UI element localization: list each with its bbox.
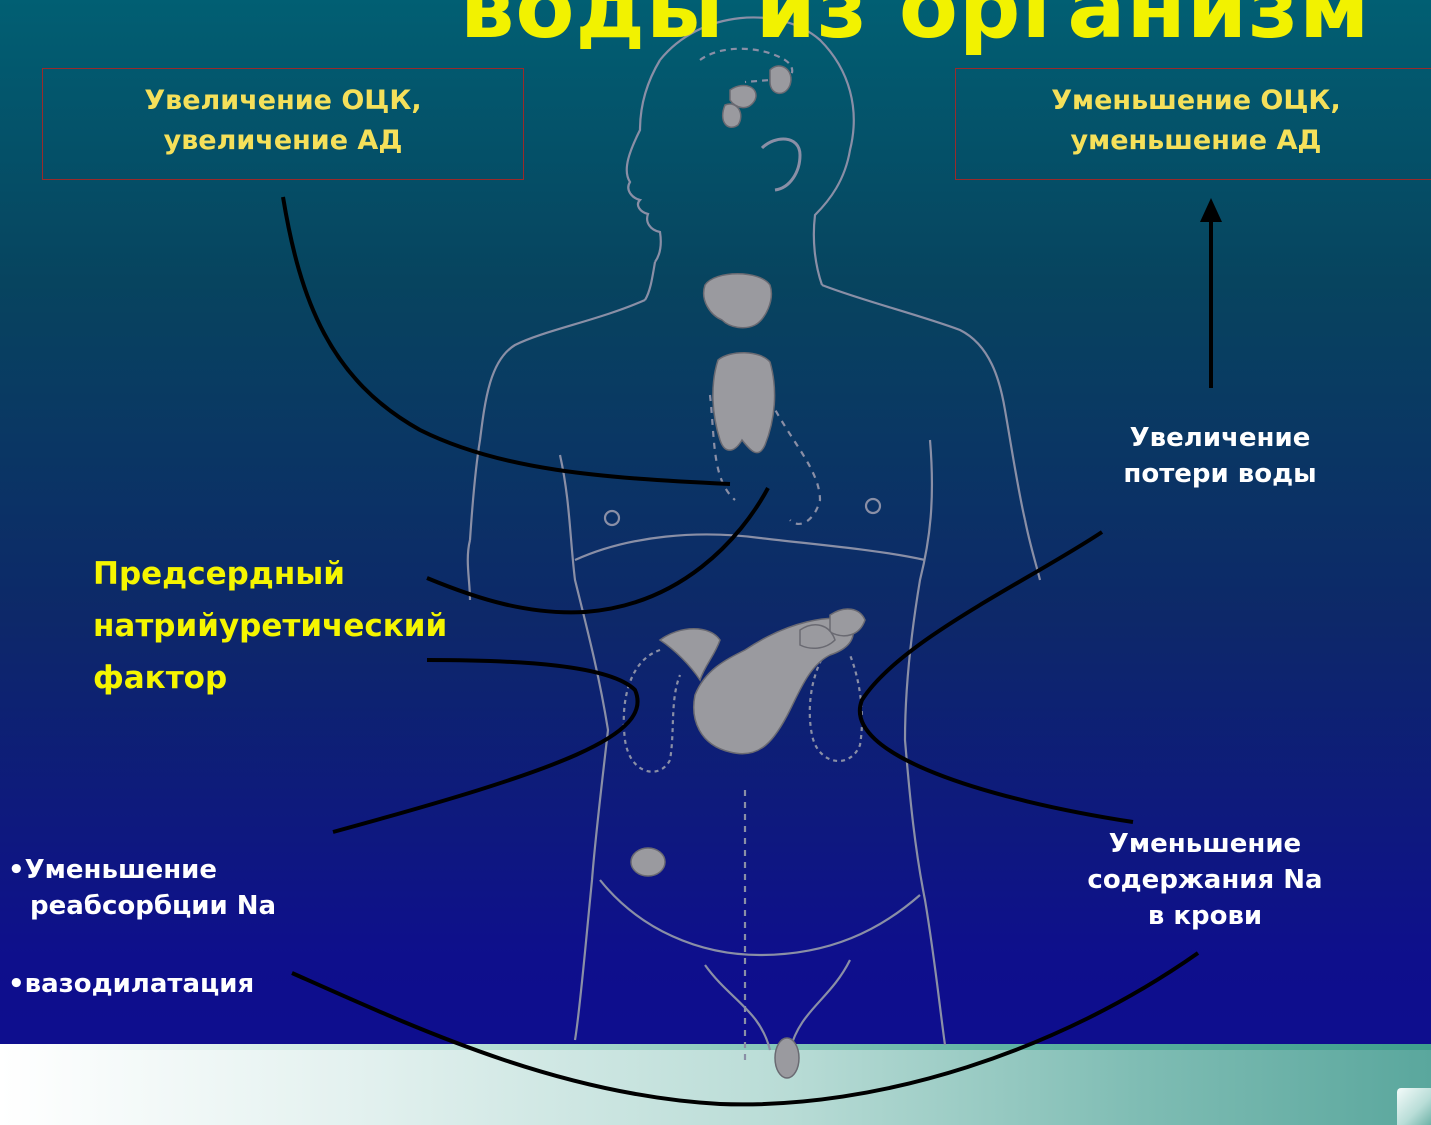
box-decrease-line1: Уменьшение ОЦК, (956, 81, 1431, 121)
bullet: • (8, 969, 25, 999)
effect-reabsorption-line2: реабсорбции Na (8, 891, 276, 921)
label-sodium-line1: Уменьшение (1040, 826, 1370, 862)
box-decrease-bcv: Уменьшение ОЦК, уменьшение АД (955, 68, 1431, 180)
label-water-loss-line1: Увеличение (1070, 420, 1370, 456)
label-factor-line1: Предсердный (93, 548, 447, 600)
effect-vasodilation: вазодилатация (25, 969, 255, 999)
label-sodium: Уменьшение содержания Na в крови (1040, 826, 1370, 934)
arrow-head (1200, 198, 1222, 222)
box-increase-bcv: Увеличение ОЦК, увеличение АД (42, 68, 524, 180)
effect-item-reabsorption: •Уменьшение реабсорбции Na (8, 852, 276, 924)
box-increase-line1: Увеличение ОЦК, (43, 81, 523, 121)
label-factor-line3: фактор (93, 652, 447, 704)
label-sodium-line3: в крови (1040, 898, 1370, 934)
slide-title: воды из организм (460, 0, 1431, 58)
label-factor-line2: натрийуретический (93, 600, 447, 652)
bullet: • (8, 855, 25, 885)
effect-item-vasodilation: •вазодилатация (8, 966, 254, 1002)
box-decrease-line2: уменьшение АД (956, 121, 1431, 161)
effect-reabsorption-line1: Уменьшение (25, 855, 217, 885)
label-water-loss: Увеличение потери воды (1070, 420, 1370, 492)
box-increase-line2: увеличение АД (43, 121, 523, 161)
organs (631, 66, 865, 1078)
label-factor: Предсердный натрийуретический фактор (93, 548, 447, 704)
label-water-loss-line2: потери воды (1070, 456, 1370, 492)
label-sodium-line2: содержания Na (1040, 862, 1370, 898)
